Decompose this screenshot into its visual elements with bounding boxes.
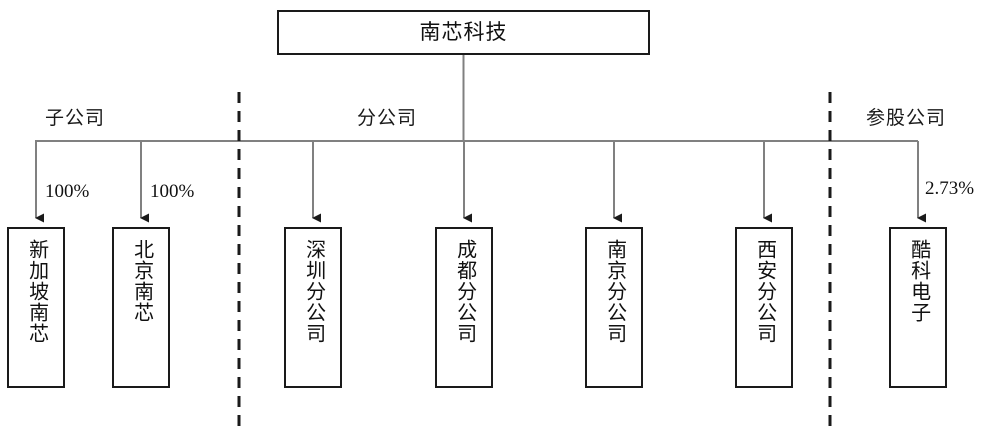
node-box-beijing-nanxin[interactable]: 北京南芯 [112,227,170,388]
node-box-nanjing-branch[interactable]: 南京分公司 [585,227,643,388]
node-box-chengdu-branch[interactable]: 成都分公司 [435,227,493,388]
group-label-affiliate: 参股公司 [866,108,947,129]
group-label-subsidiary: 子公司 [45,108,106,129]
node-label-shenzhen-branch: 深圳分公司 [302,239,325,344]
node-box-xian-branch[interactable]: 西安分公司 [735,227,793,388]
ownership-label-beijing-nanxin: 100% [150,181,195,202]
node-label-xian-branch: 西安分公司 [753,239,776,344]
node-box-shenzhen-branch[interactable]: 深圳分公司 [284,227,342,388]
node-label-kuke-electronics: 酷科电子 [907,239,930,323]
ownership-label-kuke-electronics: 2.73% [925,178,975,199]
node-label-singapore-nanxin: 新加坡南芯 [25,239,48,344]
node-label-nanjing-branch: 南京分公司 [603,239,626,344]
node-box-singapore-nanxin[interactable]: 新加坡南芯 [7,227,65,388]
root-company-box[interactable]: 南芯科技 [277,10,650,55]
node-label-beijing-nanxin: 北京南芯 [130,239,153,323]
group-label-branch: 分公司 [357,108,418,129]
ownership-label-singapore-nanxin: 100% [45,181,90,202]
node-label-chengdu-branch: 成都分公司 [453,239,476,344]
node-box-kuke-electronics[interactable]: 酷科电子 [889,227,947,388]
root-company-label: 南芯科技 [419,20,508,44]
